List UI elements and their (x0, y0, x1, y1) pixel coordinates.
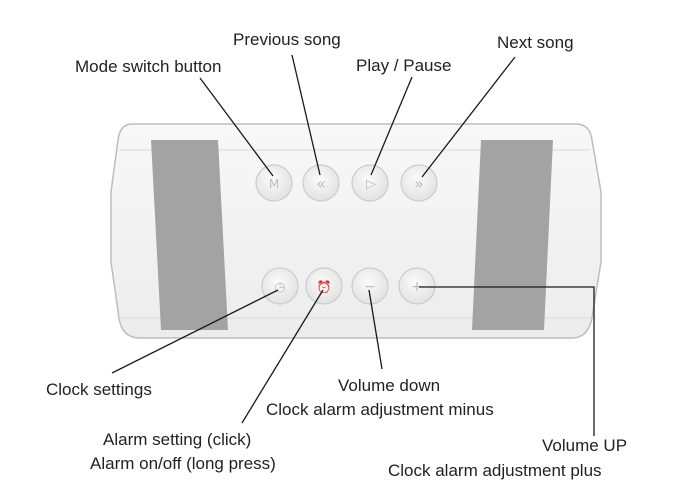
label-volume-down-line2: Clock alarm adjustment minus (266, 400, 494, 419)
previous-song-button[interactable]: « (302, 164, 340, 202)
next-track-icon: » (414, 174, 424, 193)
label-volume-down-line1: Volume down (338, 376, 440, 395)
play-pause-button[interactable]: ▷ (351, 164, 389, 202)
label-volume-up-line2: Clock alarm adjustment plus (388, 461, 602, 480)
label-previous-song: Previous song (233, 30, 341, 49)
leader-volume-down (368, 289, 383, 370)
leader-alarm-setting (241, 289, 324, 424)
right-speaker-grille (472, 140, 553, 330)
label-next-song: Next song (497, 33, 574, 52)
leader-play-pause (370, 76, 413, 176)
leader-clock-settings (111, 289, 279, 374)
label-volume-up-line1: Volume UP (542, 436, 627, 455)
clock-icon: ◷ (274, 280, 285, 295)
leader-next-song (421, 56, 516, 178)
play-pause-icon: ▷ (366, 177, 376, 192)
label-clock-settings: Clock settings (46, 380, 152, 399)
next-song-button[interactable]: » (400, 164, 438, 202)
mode-switch-button[interactable]: M (255, 164, 293, 202)
leader-previous-song (291, 54, 321, 176)
minus-icon: − (364, 279, 376, 295)
volume-up-button[interactable]: + (398, 267, 436, 305)
left-speaker-grille (151, 140, 228, 330)
label-alarm-line1: Alarm setting (click) (103, 430, 251, 449)
previous-track-icon: « (316, 174, 326, 193)
plus-icon: + (411, 279, 423, 295)
volume-down-button[interactable]: − (351, 267, 389, 305)
label-mode-switch: Mode switch button (75, 57, 221, 76)
label-alarm-line2: Alarm on/off (long press) (90, 454, 276, 473)
leader-mode-switch (199, 77, 274, 177)
label-play-pause: Play / Pause (356, 56, 451, 75)
leader-volume-up (419, 286, 595, 436)
clock-settings-button[interactable]: ◷ (261, 267, 299, 305)
alarm-setting-button[interactable]: ⏰ (305, 267, 343, 305)
alarm-icon: ⏰ (317, 279, 332, 294)
mode-switch-icon: M (269, 177, 279, 191)
